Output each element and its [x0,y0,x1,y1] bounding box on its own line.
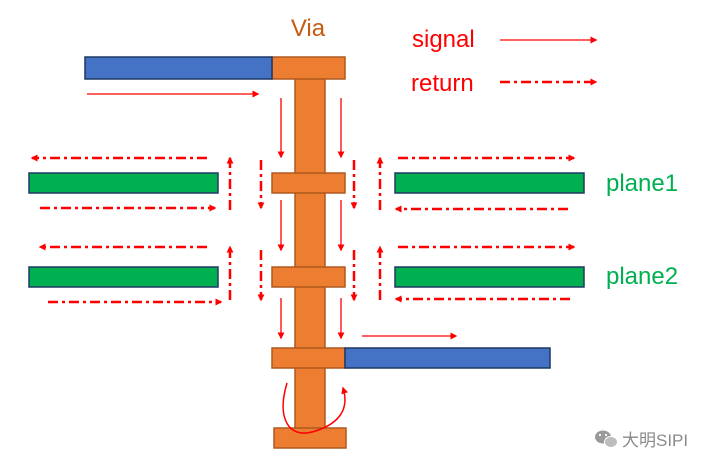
legend-signal-label: signal [412,26,475,53]
plane1-left [28,172,219,194]
via-antipad-plane1 [271,172,346,194]
via-stub-pad [273,427,347,449]
via-antipad-plane2 [271,266,346,288]
bottom-signal-trace [344,347,551,369]
plane2-label: plane2 [606,263,678,290]
watermark-text: 大明SIPI [622,431,688,450]
wechat-icon [595,430,618,448]
via-label: Via [291,15,326,42]
plane2-right [394,266,585,288]
legend-return-label: return [411,70,474,97]
watermark: 大明SIPI [595,430,688,450]
via-barrel [294,71,326,433]
via-bottom-pad [271,347,346,369]
plane1-label: plane1 [606,170,678,197]
return-current-arrows [30,154,576,306]
signal-stub-loop-arrow [282,382,349,434]
top-signal-trace [84,56,273,80]
plane2-left [28,266,219,288]
plane1-right [394,172,585,194]
via-top-pad [271,56,346,80]
